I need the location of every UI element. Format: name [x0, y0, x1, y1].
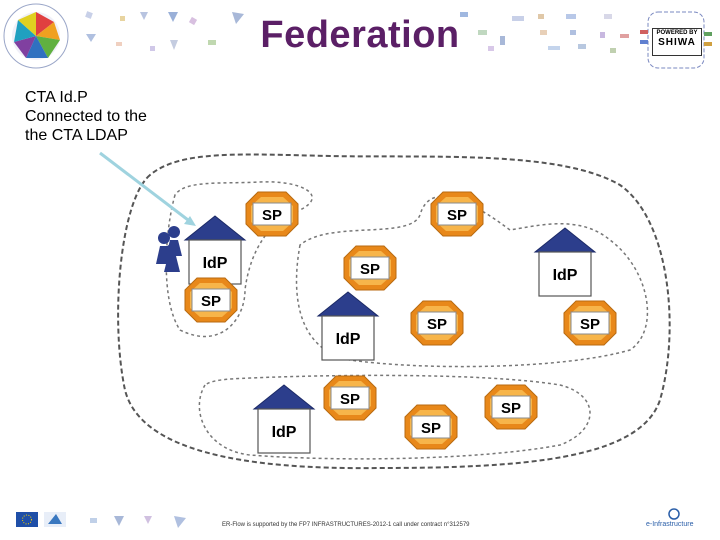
sp-label: SP	[262, 207, 282, 224]
shiwa-logo-frame	[640, 11, 712, 69]
sp-label: SP	[360, 261, 380, 278]
sp-node: SP	[563, 300, 617, 346]
e-infrastructure-icon	[668, 508, 680, 520]
fp7-logo-icon	[44, 512, 66, 527]
idp-node-left: IdP	[184, 215, 246, 285]
sp-label: SP	[580, 316, 600, 333]
confetti-bottom	[90, 516, 186, 528]
sp-node: SP	[430, 191, 484, 237]
callout-line-3: the CTA LDAP	[25, 127, 128, 144]
footer-einfrastructure-label: e-Infrastructure	[646, 521, 694, 528]
callout-line-1: CTA Id.P	[25, 89, 88, 106]
powered-by-brand: SHIWA	[658, 37, 696, 48]
idp-node-bottom: IdP	[253, 384, 315, 454]
powered-by-label: POWERED BY	[656, 30, 698, 36]
group-boundary-left	[165, 181, 313, 338]
sp-label: SP	[501, 400, 521, 417]
sp-node: SP	[184, 277, 238, 323]
idp-label: IdP	[553, 267, 578, 284]
sp-label: SP	[447, 207, 467, 224]
powered-by-badge: POWERED BY SHIWA	[652, 28, 702, 56]
sp-node: SP	[484, 384, 538, 430]
callout-arrow	[99, 151, 193, 225]
sp-node: SP	[323, 375, 377, 421]
idp-label: IdP	[272, 424, 297, 441]
sp-label: SP	[340, 391, 360, 408]
callout-line-2: Connected to the	[25, 108, 147, 125]
sp-node: SP	[410, 300, 464, 346]
sp-node: SP	[343, 245, 397, 291]
idp-label: IdP	[203, 255, 228, 272]
group-boundary-bottom	[198, 374, 591, 460]
erflow-logo	[3, 3, 69, 69]
footer-funding-text: ER-Flow is supported by the FP7 INFRASTR…	[222, 522, 470, 528]
slide-title: Federation	[260, 14, 460, 56]
federation-outer-boundary	[117, 153, 671, 470]
sp-label: SP	[427, 316, 447, 333]
idp-label: IdP	[336, 331, 361, 348]
sp-label: SP	[201, 293, 221, 310]
sp-node: SP	[404, 404, 458, 450]
users-icon	[156, 226, 182, 272]
callout-text: CTA Id.P Connected to the the CTA LDAP	[25, 88, 185, 145]
idp-node-right: IdP	[534, 227, 596, 297]
callout-arrowhead	[184, 216, 196, 226]
sp-node: SP	[245, 191, 299, 237]
sp-label: SP	[421, 420, 441, 437]
idp-node-center: IdP	[317, 291, 379, 361]
eu-flag-icon	[16, 512, 38, 527]
confetti-top	[85, 11, 629, 53]
